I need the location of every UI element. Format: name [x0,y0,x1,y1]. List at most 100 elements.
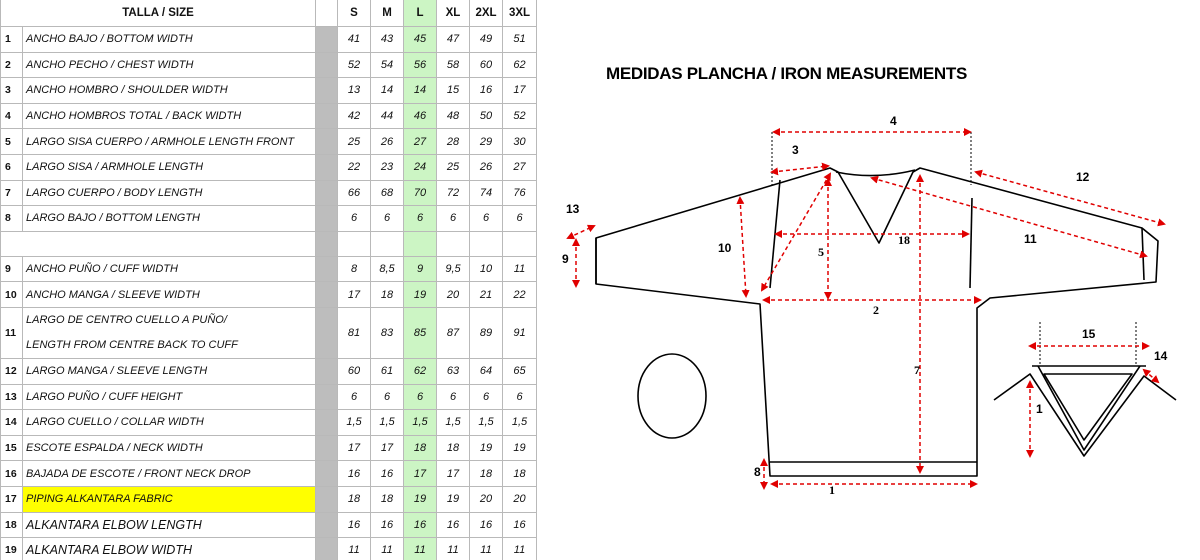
value-xl: 48 [436,102,470,130]
value-2xl: 19 [469,434,503,462]
value-xl: 58 [436,51,470,79]
value-xl: 87 [436,306,470,359]
value-s: 25 [337,128,371,155]
header-size-label: TALLA / SIZE [0,0,316,27]
label-9: 9 [562,252,569,266]
value-m: 18 [370,485,404,513]
elbow-patch [637,353,707,439]
value-l: 17 [403,460,437,487]
row-description: BAJADA DE ESCOTE / FRONT NECK DROP [22,460,316,487]
row-gray-cell [315,77,338,104]
value-s: 6 [337,383,371,411]
value-2xl: 20 [469,485,503,513]
value-l: 46 [403,102,437,130]
value-l: 14 [403,77,437,104]
value-m: 83 [370,306,404,359]
spacer-value-cell [502,230,537,257]
value-2xl: 64 [469,357,503,385]
value-l: 18 [403,434,437,462]
row-description-line-2: LENGTH FROM CENTRE BACK TO CUFF [26,338,238,351]
row-description: LARGO DE CENTRO CUELLO A PUÑO/LENGTH FRO… [22,306,316,359]
value-2xl: 16 [469,511,503,539]
label-11: 11 [1024,232,1037,246]
label-13: 13 [566,202,580,216]
row-gray-cell [315,26,338,53]
value-s: 66 [337,179,371,207]
value-m: 68 [370,179,404,207]
value-s: 8 [337,255,371,283]
label-2: 2 [873,303,879,317]
row-gray-cell [315,434,338,462]
row-gray-cell [315,205,338,232]
label-12: 12 [1076,170,1090,184]
value-2xl: 16 [469,77,503,104]
row-gray-cell [315,102,338,130]
label-15: 15 [1082,327,1096,341]
row-gray-cell [315,460,338,487]
value-m: 1,5 [370,409,404,436]
value-l: 27 [403,128,437,155]
value-xl: 9,5 [436,255,470,283]
row-description: LARGO CUERPO / BODY LENGTH [22,179,316,207]
value-3xl: 19 [502,434,537,462]
value-2xl: 60 [469,51,503,79]
spacer-cell [0,230,316,257]
spacer-value-cell [403,230,437,257]
value-xl: 19 [436,485,470,513]
row-description: ANCHO PUÑO / CUFF WIDTH [22,255,316,283]
value-m: 17 [370,434,404,462]
value-3xl: 51 [502,26,537,53]
value-s: 81 [337,306,371,359]
value-2xl: 26 [469,153,503,181]
arrow-14 [1142,368,1160,384]
spacer-value-cell [337,230,371,257]
table-header-row: TALLA / SIZE S M L XL 2XL 3XL [0,0,537,27]
arrow-10 [736,196,750,298]
arrow-11 [870,175,1148,259]
row-gray-cell [315,51,338,79]
row-description: ANCHO BAJO / BOTTOM WIDTH [22,26,316,53]
row-gray-cell [315,485,338,513]
spacer-value-cell [370,230,404,257]
value-xl: 20 [436,281,470,308]
arrow-6 [760,172,832,292]
measurement-arrows [566,128,1166,490]
row-gray-cell [315,306,338,359]
arrow-3 [770,162,830,176]
row-description: ANCHO PECHO / CHEST WIDTH [22,51,316,79]
row-description: LARGO SISA CUERPO / ARMHOLE LENGTH FRONT [22,128,316,155]
value-l: 62 [403,357,437,385]
label-8: 8 [754,465,761,479]
header-size-l: L [403,0,437,27]
value-m: 16 [370,511,404,539]
value-3xl: 52 [502,102,537,130]
arrow-12 [974,169,1166,227]
value-m: 26 [370,128,404,155]
value-s: 16 [337,511,371,539]
value-s: 22 [337,153,371,181]
value-s: 16 [337,460,371,487]
label-18: 18 [898,233,910,247]
row-gray-cell [315,281,338,308]
row-description: LARGO BAJO / BOTTOM LENGTH [22,205,316,232]
value-s: 17 [337,281,371,308]
row-description: LARGO CUELLO / COLLAR WIDTH [22,409,316,436]
row-description: ALKANTARA ELBOW LENGTH [22,511,316,539]
value-l: 24 [403,153,437,181]
row-gray-cell [315,179,338,207]
